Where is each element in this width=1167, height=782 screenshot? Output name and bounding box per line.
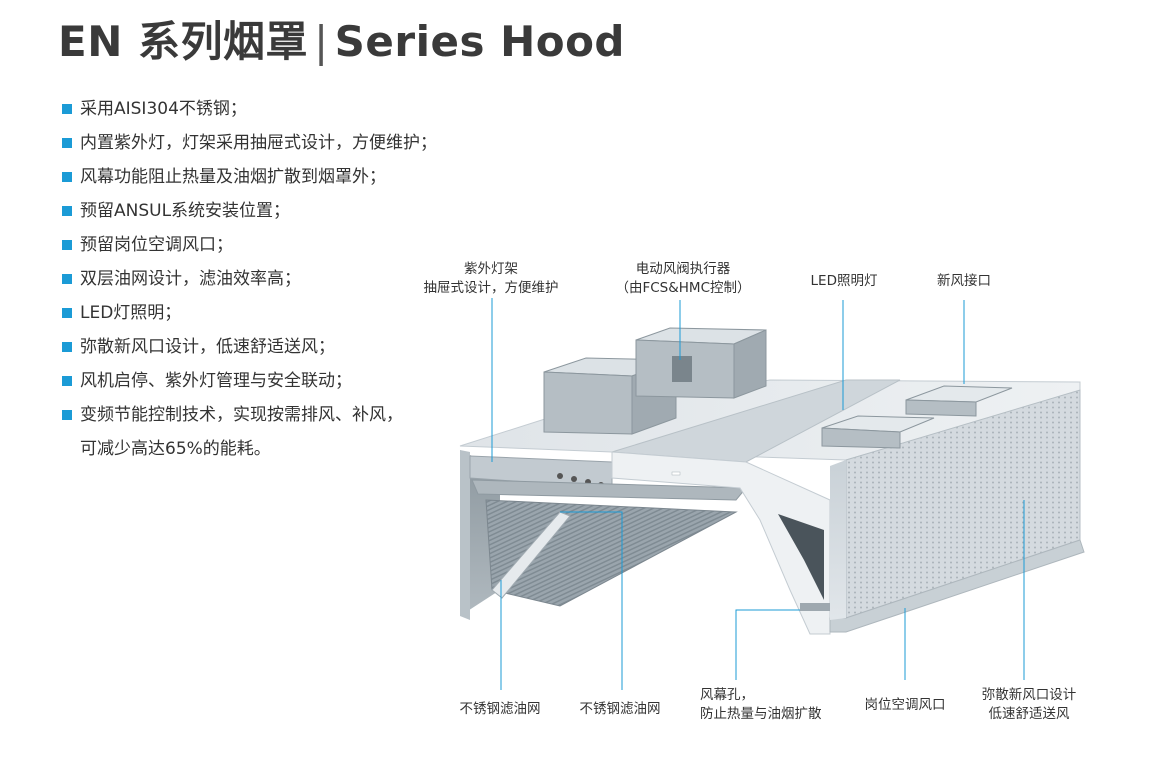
- callout-filter-a-text: 不锈钢滤油网: [459, 701, 541, 717]
- leader-line: [560, 511, 623, 690]
- filter-front-lip: [491, 511, 571, 599]
- title-suffix: Series Hood: [334, 17, 625, 66]
- feature-list: 采用AISI304不锈钢； 内置紫外灯，灯架采用抽屉式设计，方便维护； 风幕功能…: [62, 96, 437, 459]
- feature-item: 变频节能控制技术，实现按需排风、补风，: [62, 402, 437, 436]
- callout-filter-a: 不锈钢滤油网: [450, 700, 550, 719]
- fresh-air-duct-front: [821, 427, 901, 449]
- callout-uv-rack: 紫外灯架 抽屉式设计，方便维护: [418, 260, 564, 298]
- hood-front-frame: [611, 451, 831, 635]
- air-curtain-slot: [800, 603, 830, 611]
- filter-shelf: [471, 479, 748, 501]
- callout-uv-rack-line1: 紫外灯架: [464, 261, 518, 277]
- feature-item: 弥散新风口设计，低速舒适送风；: [62, 334, 437, 368]
- led-light-strip: [671, 471, 681, 476]
- hood-left-panel: [460, 450, 470, 620]
- front-frame-opening: [778, 514, 824, 600]
- feature-item: 双层油网设计，滤油效率高；: [62, 266, 437, 300]
- feature-item: 预留ANSUL系统安装位置；: [62, 198, 437, 232]
- callout-post-ac-text: 岗位空调风口: [864, 697, 946, 713]
- callout-damper-line1: 电动风阀执行器: [635, 261, 731, 277]
- callout-uv-rack-line2: 抽屉式设计，方便维护: [423, 280, 559, 296]
- leader-line: [735, 609, 800, 680]
- callout-damper-line2: （由FCS&HMC控制）: [615, 280, 751, 296]
- callout-led-text: LED照明灯: [810, 273, 878, 289]
- callout-fresh-air: 新风接口: [928, 272, 1000, 291]
- uv-drawer-knob: [571, 476, 577, 482]
- title-prefix: EN 系列烟罩: [58, 17, 308, 66]
- callout-filter-b: 不锈钢滤油网: [570, 700, 670, 719]
- filter-mesh: [485, 499, 738, 607]
- callout-fresh-air-text: 新风接口: [937, 273, 991, 289]
- feature-item: LED灯照明；: [62, 300, 437, 334]
- callout-damper: 电动风阀执行器 （由FCS&HMC控制）: [608, 260, 758, 298]
- callout-air-curtain-line2: 防止热量与油烟扩散: [700, 706, 822, 722]
- callout-led: LED照明灯: [798, 272, 890, 291]
- feature-continuation: 可减少高达65%的能耗。: [80, 439, 271, 459]
- callout-filter-b-text: 不锈钢滤油网: [579, 701, 661, 717]
- feature-item: 风机启停、紫外灯管理与安全联动；: [62, 368, 437, 402]
- title-separator: |: [313, 17, 329, 66]
- feature-item: 内置紫外灯，灯架采用抽屉式设计，方便维护；: [62, 130, 437, 164]
- callout-diffuser-line1: 弥散新风口设计: [981, 687, 1077, 703]
- feature-item: 风幕功能阻止热量及油烟扩散到烟罩外；: [62, 164, 437, 198]
- callout-air-curtain-line1: 风幕孔，: [700, 687, 754, 703]
- feature-item: 采用AISI304不锈钢；: [62, 96, 437, 130]
- page-title: EN 系列烟罩|Series Hood: [58, 8, 625, 69]
- damper-actuator: [672, 356, 692, 382]
- callout-diffuser: 弥散新风口设计 低速舒适送风: [972, 686, 1086, 724]
- damper-duct-side: [733, 329, 767, 399]
- uv-drawer-knob: [557, 473, 563, 479]
- callout-diffuser-line2: 低速舒适送风: [988, 706, 1070, 722]
- callout-air-curtain: 风幕孔， 防止热量与油烟扩散: [700, 686, 840, 724]
- exhaust-duct-front: [543, 371, 633, 435]
- diffuser-panel-side: [830, 460, 846, 620]
- fresh-air-duct-front: [905, 399, 977, 417]
- feature-item: 预留岗位空调风口；: [62, 232, 437, 266]
- callout-post-ac: 岗位空调风口: [855, 696, 955, 715]
